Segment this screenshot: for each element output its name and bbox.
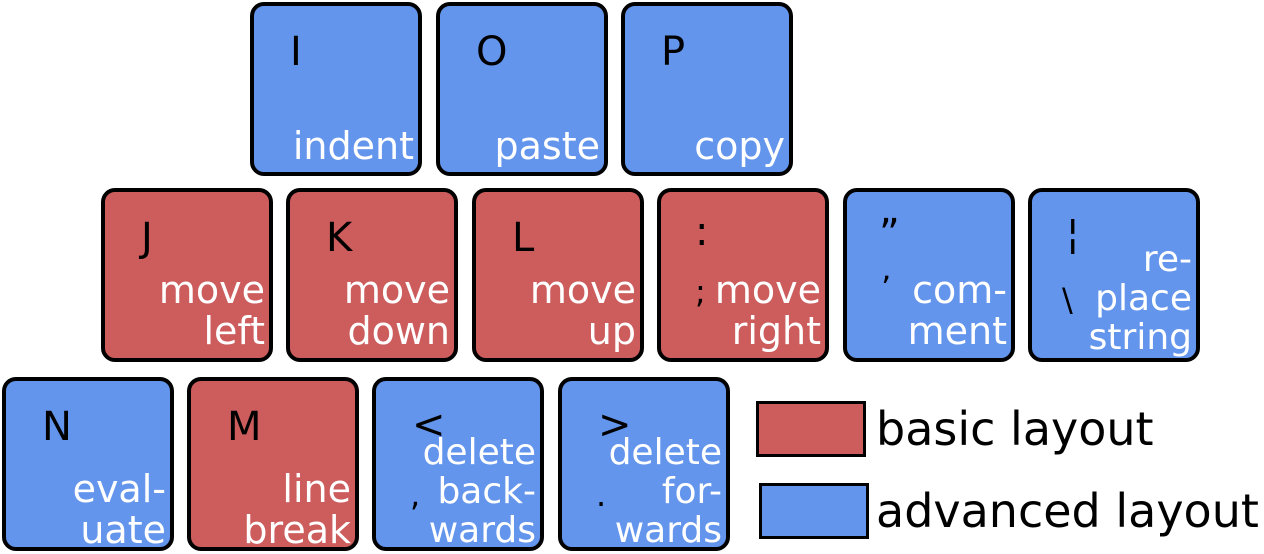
key-letter: M [227,404,262,450]
key-shift-char: ; [695,273,706,311]
key-n: N eval- uate [2,377,174,551]
key-comma: < , delete back- wards [372,377,544,551]
key-label: indent [292,124,414,168]
key-letter: ” [879,211,900,257]
legend-label-advanced: advanced layout [876,484,1259,538]
key-label: move right [714,268,821,353]
key-letter: I [290,29,302,75]
key-label: re- place string [1088,239,1192,358]
key-shift-char: \ [1062,281,1073,319]
key-j: J move left [101,188,273,362]
key-shift-char: ’ [881,269,892,307]
key-label: delete for- wards [608,432,722,551]
key-label: com- ment [907,268,1007,353]
key-letter: ¦ [1066,211,1080,257]
key-label: paste [494,124,600,168]
key-letter: O [476,29,508,75]
key-label: move down [343,268,450,353]
key-letter: < [412,402,446,448]
key-i: I indent [250,2,422,176]
key-letter: K [326,215,353,261]
key-quote: ” ’ com- ment [843,188,1015,362]
legend-label-basic: basic layout [876,402,1154,456]
key-label: move left [158,268,265,353]
key-k: K move down [286,188,458,362]
key-l: L move up [472,188,644,362]
key-letter: N [42,404,72,450]
key-label: move up [529,268,636,353]
key-shift-char: . [596,476,607,514]
legend-swatch-basic [756,401,866,457]
key-label: copy [694,124,785,168]
key-period: > . delete for- wards [558,377,730,551]
key-letter: P [661,29,686,75]
key-o: O paste [436,2,608,176]
key-letter: J [141,215,153,261]
key-shift-char: , [410,476,421,514]
key-letter: L [512,215,535,261]
key-colon: : ; move right [657,188,829,362]
key-letter: : [695,209,709,255]
key-label: line break [243,467,351,552]
key-letter: > [598,402,632,448]
key-backslash: ¦ \ re- place string [1028,188,1200,362]
key-m: M line break [187,377,359,551]
key-label: delete back- wards [422,432,536,551]
legend-swatch-advanced [759,483,869,539]
key-p: P copy [621,2,793,176]
key-label: eval- uate [72,467,166,552]
